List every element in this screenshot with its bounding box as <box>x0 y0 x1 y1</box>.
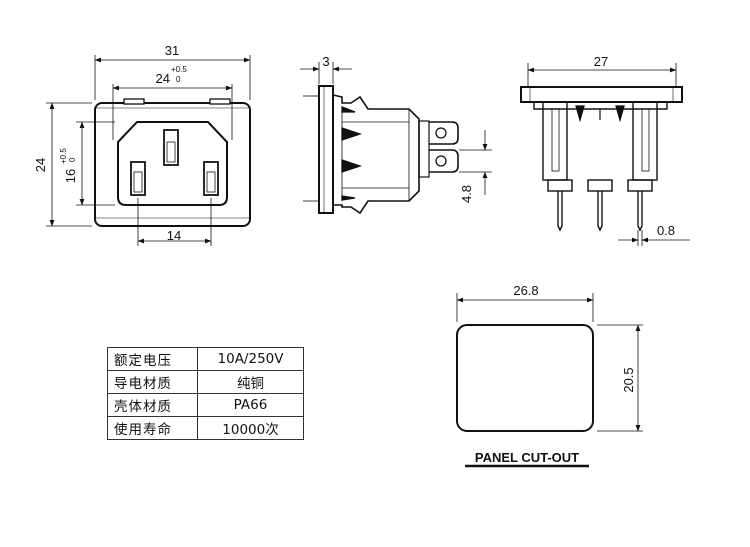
spec-key: 壳体材质 <box>107 393 198 417</box>
panel-cutout-caption: PANEL CUT-OUT <box>475 450 579 465</box>
spec-value: 纯铜 <box>197 370 304 394</box>
front-inner-width-tol-upper: +0.5 <box>171 65 187 74</box>
front-inner-height-tol-upper: +0.5 <box>59 148 68 164</box>
top-view-dimensions <box>527 63 690 246</box>
spec-value: PA66 <box>197 393 304 417</box>
specs-table: 额定电压 10A/250V 导电材质 纯铜 壳体材质 PA66 使用寿命 100… <box>107 347 304 440</box>
side-flange-label: 3 <box>322 54 329 69</box>
front-view <box>94 98 251 227</box>
top-view <box>520 86 683 232</box>
front-pin-spacing-label: 14 <box>167 228 181 243</box>
panel-cutout <box>456 324 594 432</box>
spec-value: 10000次 <box>197 416 304 440</box>
top-width-label: 27 <box>594 54 608 69</box>
side-view <box>318 85 459 215</box>
cutout-height-label: 20.5 <box>621 367 636 392</box>
spec-key: 使用寿命 <box>107 416 198 440</box>
front-width-label: 31 <box>165 43 179 58</box>
front-height-label: 24 <box>33 158 48 172</box>
spec-key: 额定电压 <box>107 347 198 371</box>
table-row: 导电材质 纯铜 <box>107 370 304 394</box>
spec-value: 10A/250V <box>197 347 304 371</box>
front-inner-height-label: 16 <box>63 169 78 183</box>
spec-key: 导电材质 <box>107 370 198 394</box>
front-inner-width-label: 24 <box>156 71 170 86</box>
top-pin-label: 0.8 <box>657 223 675 238</box>
table-row: 额定电压 10A/250V <box>107 347 304 371</box>
cutout-width-label: 26.8 <box>513 283 538 298</box>
panel-cutout-dimensions <box>456 293 643 468</box>
front-view-dimensions <box>46 55 251 246</box>
front-inner-width-tol-lower: 0 <box>176 75 181 84</box>
side-terminal-label: 4.8 <box>459 185 474 203</box>
side-view-dimensions <box>300 62 492 202</box>
table-row: 使用寿命 10000次 <box>107 416 304 440</box>
table-row: 壳体材质 PA66 <box>107 393 304 417</box>
front-inner-height-tol-lower: 0 <box>68 157 77 162</box>
